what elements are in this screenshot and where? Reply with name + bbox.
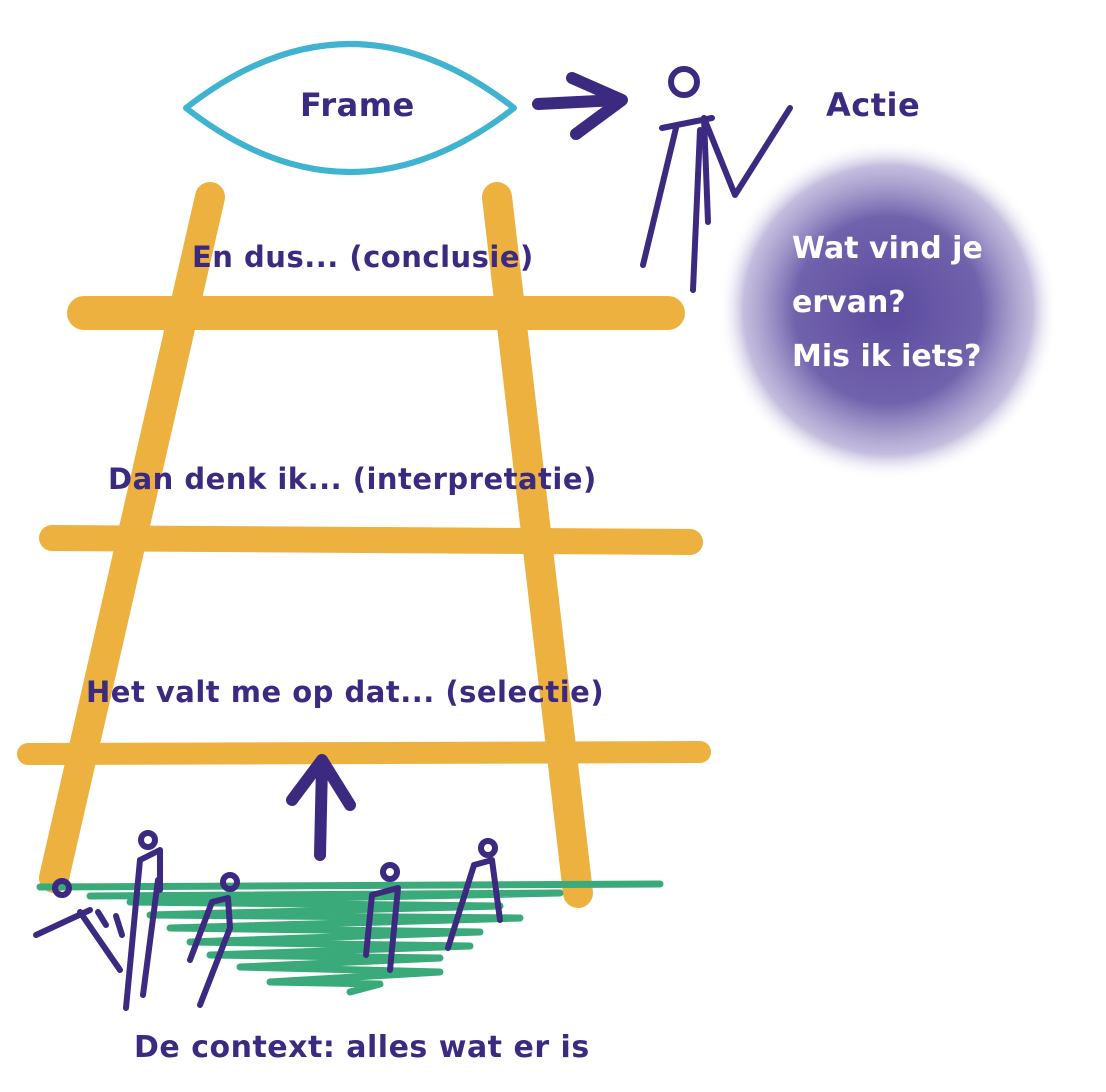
arrow-right-icon (532, 72, 628, 140)
bubble-line-2: ervan? (792, 285, 906, 320)
question-bubble (718, 140, 1058, 480)
ground-scribble (36, 880, 664, 996)
rung-label-selection: Het valt me op dat... (selectie) (86, 675, 605, 709)
rung-label-conclusion: En dus... (conclusie) (192, 240, 534, 274)
arrow-up-icon (286, 754, 356, 861)
rung-label-interpretation: Dan denk ik... (interpretatie) (108, 462, 597, 496)
rung-bottom (17, 741, 711, 765)
bubble-line-3: Mis ik iets? (792, 339, 982, 374)
ladder-rungs (17, 296, 711, 765)
context-people-icon (33, 830, 503, 1011)
frame-label: Frame (300, 86, 415, 124)
bubble-text: Wat vind je ervan? Mis ik iets? (792, 222, 983, 384)
action-label: Actie (826, 86, 921, 124)
context-label: De context: alles wat er is (134, 1030, 590, 1065)
frame-eye-icon (183, 41, 517, 175)
bubble-line-1: Wat vind je (792, 231, 983, 266)
rung-middle (39, 525, 703, 555)
action-person-icon (640, 66, 793, 293)
